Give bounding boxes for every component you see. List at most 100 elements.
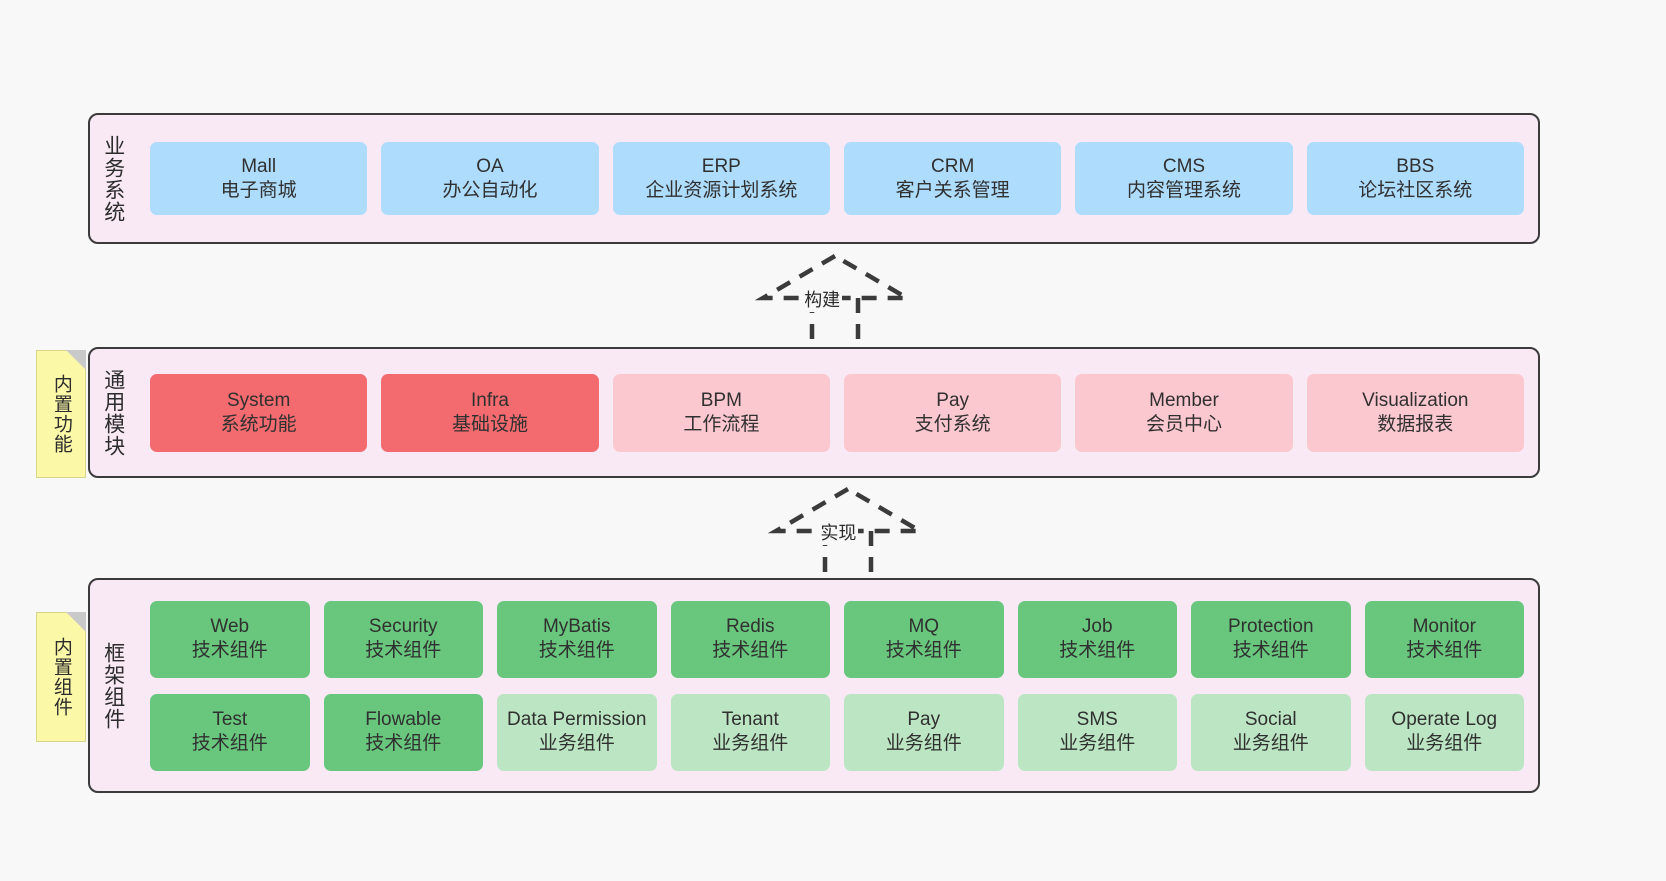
card-oa-desc: 办公自动化: [442, 179, 538, 201]
card-bbs[interactable]: BBS 论坛社区系统: [1306, 142, 1524, 215]
card-sms-desc: 业务组件: [1059, 733, 1136, 754]
card-bbs-name: BBS: [1396, 155, 1435, 177]
card-data-permission-desc: 业务组件: [538, 733, 615, 754]
card-mall-desc: 电子商城: [220, 179, 297, 201]
framework-business-row: Test 技术组件 Flowable 技术组件 Data Permission …: [150, 693, 1524, 771]
card-web[interactable]: Web 技术组件: [150, 600, 310, 678]
card-mq-desc: 技术组件: [885, 640, 962, 661]
card-pay-module-name: Pay: [936, 389, 970, 411]
connector-build-label: 构建: [802, 286, 843, 312]
card-mybatis[interactable]: MyBatis 技术组件: [497, 600, 657, 678]
card-erp-desc: 企业资源计划系统: [645, 179, 798, 201]
card-cms[interactable]: CMS 内容管理系统: [1075, 142, 1293, 215]
common-card-row: System 系统功能 Infra 基础设施 BPM 工作流程 Pay 支付系统…: [150, 373, 1524, 452]
card-security[interactable]: Security 技术组件: [323, 600, 483, 678]
layer-common-module: 通用模块 System 系统功能 Infra 基础设施 BPM 工作流程 Pay…: [88, 347, 1540, 478]
layer-business-system-body: Mall 电子商城 OA 办公自动化 ERP 企业资源计划系统 CRM 客户关系…: [136, 115, 1538, 242]
card-cms-name: CMS: [1162, 155, 1206, 177]
card-bpm[interactable]: BPM 工作流程: [612, 373, 830, 452]
card-pay-module-desc: 支付系统: [914, 413, 991, 435]
layer-common-module-body: System 系统功能 Infra 基础设施 BPM 工作流程 Pay 支付系统…: [136, 349, 1538, 476]
card-mybatis-desc: 技术组件: [538, 640, 615, 661]
card-redis-desc: 技术组件: [712, 640, 789, 661]
card-data-permission-name: Data Permission: [507, 709, 647, 731]
card-job[interactable]: Job 技术组件: [1017, 600, 1177, 678]
card-job-desc: 技术组件: [1059, 640, 1136, 661]
card-mq-name: MQ: [908, 616, 940, 638]
card-sms-name: SMS: [1076, 709, 1118, 731]
card-protection[interactable]: Protection 技术组件: [1191, 600, 1351, 678]
card-operate-log-desc: 业务组件: [1406, 733, 1483, 754]
card-protection-desc: 技术组件: [1232, 640, 1309, 661]
card-tenant[interactable]: Tenant 业务组件: [670, 693, 830, 771]
card-cms-desc: 内容管理系统: [1126, 179, 1241, 201]
card-monitor[interactable]: Monitor 技术组件: [1364, 600, 1524, 678]
framework-tech-row: Web 技术组件 Security 技术组件 MyBatis 技术组件 Redi…: [150, 600, 1524, 678]
card-pay-component-name: Pay: [907, 709, 941, 731]
card-monitor-desc: 技术组件: [1406, 640, 1483, 661]
card-sms[interactable]: SMS 业务组件: [1017, 693, 1177, 771]
card-member-desc: 会员中心: [1145, 413, 1222, 435]
card-social-name: Social: [1244, 709, 1297, 731]
card-system[interactable]: System 系统功能: [150, 373, 368, 452]
card-test[interactable]: Test 技术组件: [150, 693, 310, 771]
card-visualization-desc: 数据报表: [1377, 413, 1454, 435]
card-mq[interactable]: MQ 技术组件: [844, 600, 1004, 678]
card-security-name: Security: [368, 616, 438, 638]
card-bpm-name: BPM: [700, 389, 742, 411]
card-pay-module[interactable]: Pay 支付系统: [843, 373, 1062, 452]
card-mall[interactable]: Mall 电子商城: [150, 142, 368, 215]
card-job-name: Job: [1081, 616, 1113, 638]
card-web-name: Web: [210, 616, 250, 638]
card-visualization[interactable]: Visualization 数据报表: [1306, 373, 1524, 452]
card-flowable-name: Flowable: [365, 709, 442, 731]
card-crm[interactable]: CRM 客户关系管理: [843, 142, 1062, 215]
layer-business-system-title: 业务系统: [101, 134, 125, 223]
card-redis[interactable]: Redis 技术组件: [670, 600, 830, 678]
card-bbs-desc: 论坛社区系统: [1358, 179, 1473, 201]
card-infra[interactable]: Infra 基础设施: [381, 373, 599, 452]
layer-framework-components-title: 框架组件: [101, 641, 125, 730]
card-member-name: Member: [1149, 389, 1219, 411]
card-bpm-desc: 工作流程: [683, 413, 760, 435]
card-oa-name: OA: [476, 155, 504, 177]
card-member[interactable]: Member 会员中心: [1075, 373, 1293, 452]
connector-implement-label: 实现: [818, 519, 859, 545]
layer-business-system: 业务系统 Mall 电子商城 OA 办公自动化 ERP 企业资源计划系统 CRM…: [88, 113, 1540, 244]
card-data-permission[interactable]: Data Permission 业务组件: [497, 693, 657, 771]
sticky-note-builtin-components: 内置组件: [36, 612, 86, 742]
card-test-desc: 技术组件: [191, 733, 268, 754]
card-pay-component-desc: 业务组件: [885, 733, 962, 754]
card-web-desc: 技术组件: [191, 640, 268, 661]
card-system-desc: 系统功能: [220, 413, 297, 435]
business-card-row: Mall 电子商城 OA 办公自动化 ERP 企业资源计划系统 CRM 客户关系…: [150, 142, 1524, 215]
sticky-note-builtin-features: 内置功能: [36, 350, 86, 478]
card-oa[interactable]: OA 办公自动化: [381, 142, 599, 215]
connector-implement: 实现: [767, 485, 929, 577]
card-crm-name: CRM: [931, 155, 975, 177]
card-infra-name: Infra: [470, 389, 509, 411]
card-crm-desc: 客户关系管理: [895, 179, 1010, 201]
card-social[interactable]: Social 业务组件: [1191, 693, 1351, 771]
card-monitor-name: Monitor: [1412, 616, 1476, 638]
card-mybatis-name: MyBatis: [542, 616, 611, 638]
card-security-desc: 技术组件: [365, 640, 442, 661]
card-social-desc: 业务组件: [1232, 733, 1309, 754]
card-flowable-desc: 技术组件: [365, 733, 442, 754]
card-infra-desc: 基础设施: [451, 413, 528, 435]
card-erp-name: ERP: [701, 155, 741, 177]
connector-build: 构建: [754, 252, 916, 344]
layer-common-module-title: 通用模块: [101, 368, 125, 457]
card-erp[interactable]: ERP 企业资源计划系统: [612, 142, 830, 215]
layer-framework-components: 框架组件 Web 技术组件 Security 技术组件 MyBatis 技术组件…: [88, 578, 1540, 793]
card-tenant-name: Tenant: [721, 709, 779, 731]
card-flowable[interactable]: Flowable 技术组件: [323, 693, 483, 771]
card-test-name: Test: [212, 709, 248, 731]
card-protection-name: Protection: [1227, 616, 1314, 638]
card-system-name: System: [226, 389, 291, 411]
card-operate-log-name: Operate Log: [1391, 709, 1498, 731]
card-operate-log[interactable]: Operate Log 业务组件: [1364, 693, 1524, 771]
card-tenant-desc: 业务组件: [712, 733, 789, 754]
card-redis-name: Redis: [725, 616, 775, 638]
card-pay-component[interactable]: Pay 业务组件: [844, 693, 1004, 771]
